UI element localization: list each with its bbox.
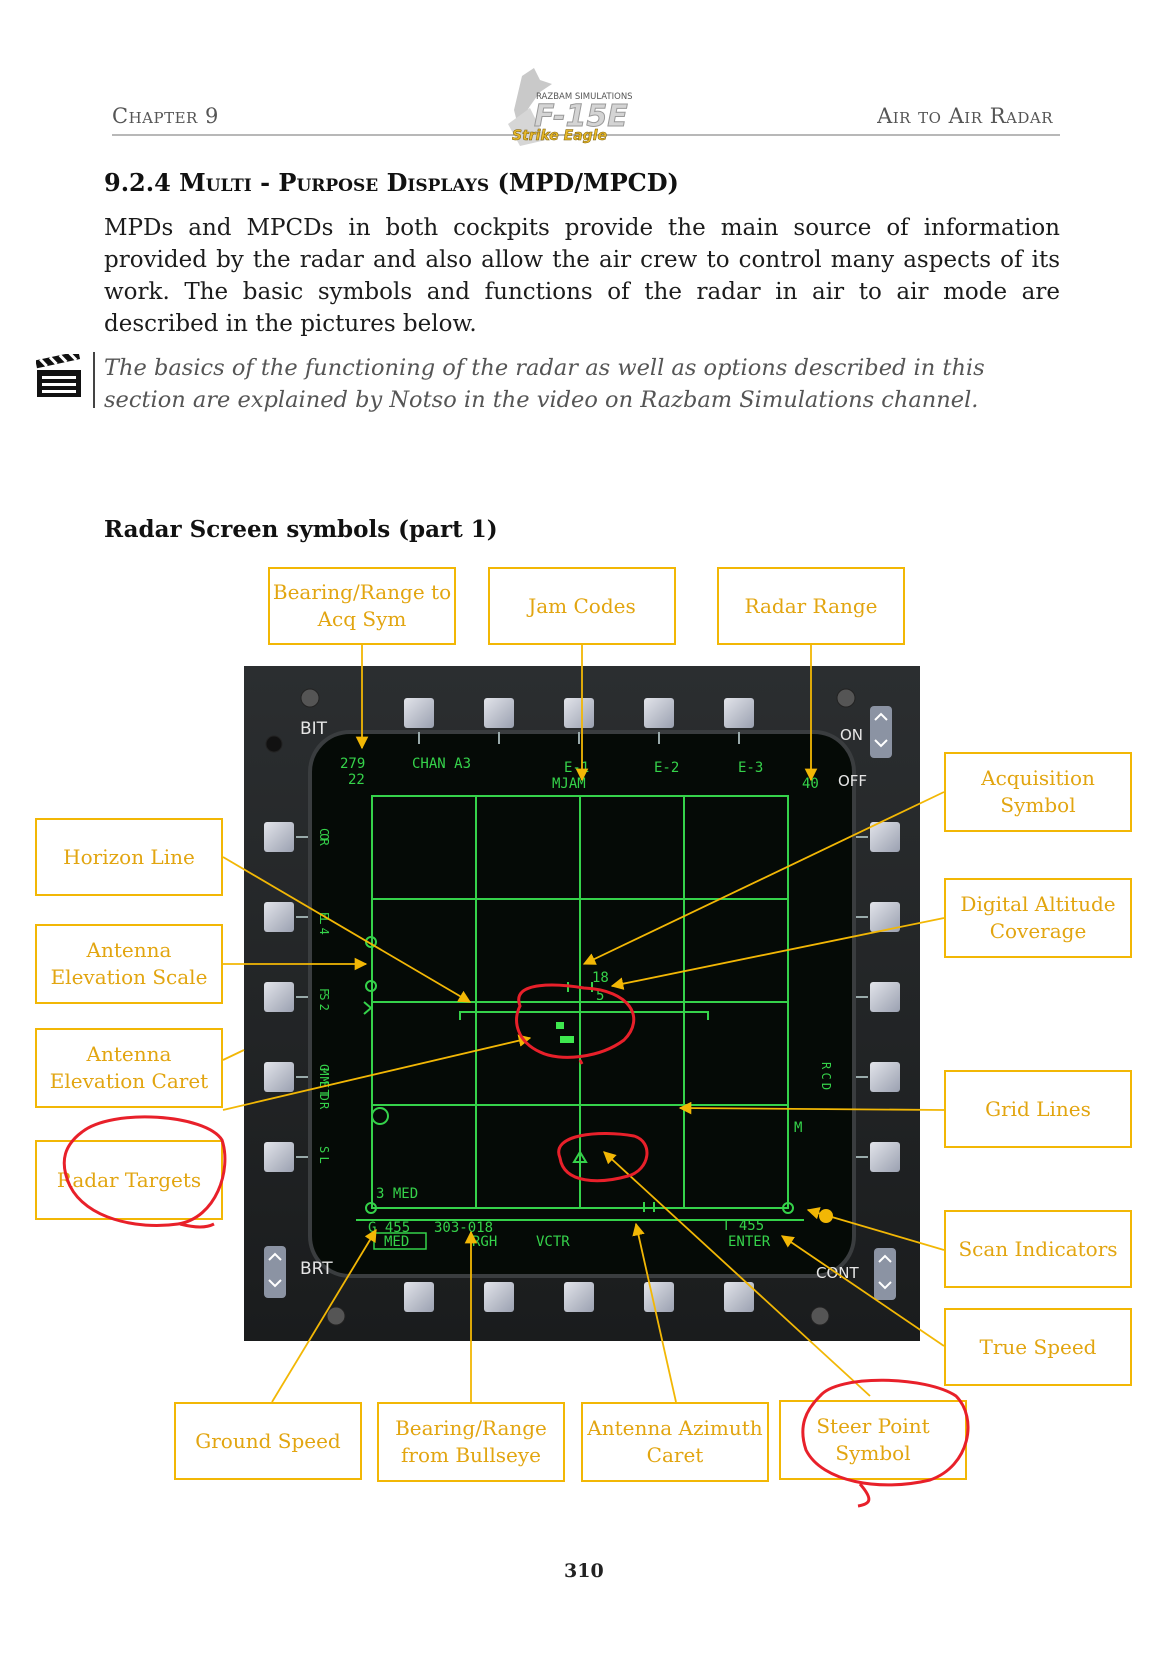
brt-label: BRT bbox=[300, 1259, 333, 1279]
osb-left-2[interactable] bbox=[264, 902, 294, 932]
osb-left-1[interactable] bbox=[264, 822, 294, 852]
video-note: The basics of the functioning of the rad… bbox=[104, 352, 1060, 416]
label-jam-codes: Jam Codes bbox=[488, 567, 676, 645]
section-header: Air to Air Radar bbox=[877, 104, 1053, 128]
bit-label: BIT bbox=[300, 719, 328, 739]
osb-left-3[interactable] bbox=[264, 982, 294, 1012]
on-label: ON bbox=[840, 726, 863, 744]
off-label: OFF bbox=[838, 772, 867, 790]
label-bearing-range-acq: Bearing/Range to Acq Sym bbox=[268, 567, 456, 645]
enter-label: ENTER bbox=[728, 1234, 771, 1250]
target-1 bbox=[556, 1022, 564, 1029]
body-paragraph: MPDs and MPCDs in both cockpits provide … bbox=[104, 212, 1060, 340]
label-bearing-range-bull: Bearing/Range from Bullseye bbox=[377, 1402, 565, 1482]
med-label: MED bbox=[384, 1234, 409, 1250]
label-radar-targets: Radar Targets bbox=[35, 1140, 223, 1220]
label-antenna-elev-caret: Antenna Elevation Caret bbox=[35, 1028, 223, 1108]
red-tail-steer-label bbox=[858, 1484, 869, 1506]
e3-label: E-3 bbox=[738, 760, 763, 776]
rgh-label: RGH bbox=[472, 1234, 497, 1250]
label-true-speed: True Speed bbox=[944, 1308, 1132, 1386]
m-label: M bbox=[794, 1120, 802, 1136]
osb-bottom-4[interactable] bbox=[644, 1282, 674, 1312]
cont-label: CONT bbox=[816, 1264, 860, 1282]
red-tail-radar-targets bbox=[180, 1224, 214, 1227]
label-radar-range: Radar Range bbox=[717, 567, 905, 645]
rcd-label: R C D bbox=[819, 1062, 833, 1090]
logo-sub-text: Strike Eagle bbox=[512, 128, 607, 144]
el-label: EL 4 bbox=[317, 912, 331, 935]
osb-right-4[interactable] bbox=[870, 1062, 900, 1092]
label-grid-lines: Grid Lines bbox=[944, 1070, 1132, 1148]
altitude-top: 18 bbox=[592, 970, 609, 986]
razbam-logo: RAZBAM SIMULATIONS F-15E Strike Eagle bbox=[500, 66, 668, 154]
label-steer-point: Steer Point Symbol bbox=[779, 1400, 967, 1480]
osb-right-2[interactable] bbox=[870, 902, 900, 932]
label-ground-speed: Ground Speed bbox=[174, 1402, 362, 1480]
gmtdr-label: GM ME TD R bbox=[317, 1064, 331, 1110]
osb-top-4[interactable] bbox=[644, 698, 674, 728]
label-antenna-elev-scale: Antenna Elevation Scale bbox=[35, 924, 223, 1004]
clapperboard-icon bbox=[36, 354, 82, 398]
chan-label: CHAN A3 bbox=[412, 756, 471, 772]
vctr-label: VCTR bbox=[536, 1234, 570, 1250]
osb-bottom-1[interactable] bbox=[404, 1282, 434, 1312]
label-antenna-az-caret: Antenna Azimuth Caret bbox=[581, 1402, 769, 1482]
osb-bottom-5[interactable] bbox=[724, 1282, 754, 1312]
target-2 bbox=[560, 1036, 574, 1043]
mjam-label: MJAM bbox=[552, 776, 586, 792]
chapter-header: Chapter 9 bbox=[112, 104, 219, 128]
acq-bearing: 279 bbox=[340, 756, 365, 772]
figure-title: Radar Screen symbols (part 1) bbox=[104, 516, 498, 543]
osb-top-5[interactable] bbox=[724, 698, 754, 728]
radar-mpd-image: BIT BRT ON OFF CONT bbox=[244, 666, 920, 1341]
page-number: 310 bbox=[564, 1560, 604, 1582]
osb-right-1[interactable] bbox=[870, 822, 900, 852]
osb-top-3[interactable] bbox=[564, 698, 594, 728]
altitude-bottom: 5 bbox=[596, 988, 604, 1004]
sl-label: S L bbox=[317, 1146, 331, 1163]
osb-top-2[interactable] bbox=[484, 698, 514, 728]
label-horizon-line: Horizon Line bbox=[35, 818, 223, 896]
osb-left-4[interactable] bbox=[264, 1062, 294, 1092]
osb-left-5[interactable] bbox=[264, 1142, 294, 1172]
e2-label: E-2 bbox=[654, 760, 679, 776]
osb-top-1[interactable] bbox=[404, 698, 434, 728]
radar-range-value: 40 bbox=[802, 776, 819, 792]
label-scan-indicators: Scan Indicators bbox=[944, 1210, 1132, 1288]
osb-bottom-2[interactable] bbox=[484, 1282, 514, 1312]
osb-right-5[interactable] bbox=[870, 1142, 900, 1172]
osb-right-3[interactable] bbox=[870, 982, 900, 1012]
e1-label: E-1 bbox=[564, 760, 589, 776]
section-title: 9.2.4 Multi - Purpose Displays (MPD/MPCD… bbox=[104, 168, 679, 197]
prf-label: 3 MED bbox=[376, 1186, 418, 1202]
cor-label: COR bbox=[317, 828, 331, 846]
note-divider bbox=[93, 352, 95, 408]
acq-range: 22 bbox=[348, 772, 365, 788]
leader-elev-caret bbox=[223, 1050, 244, 1060]
label-digital-altitude: Digital Altitude Coverage bbox=[944, 878, 1132, 958]
fs-label: FS 2 bbox=[317, 988, 331, 1011]
label-acquisition-symbol: Acquisition Symbol bbox=[944, 752, 1132, 832]
true-speed: T 455 bbox=[722, 1218, 764, 1234]
osb-bottom-3[interactable] bbox=[564, 1282, 594, 1312]
